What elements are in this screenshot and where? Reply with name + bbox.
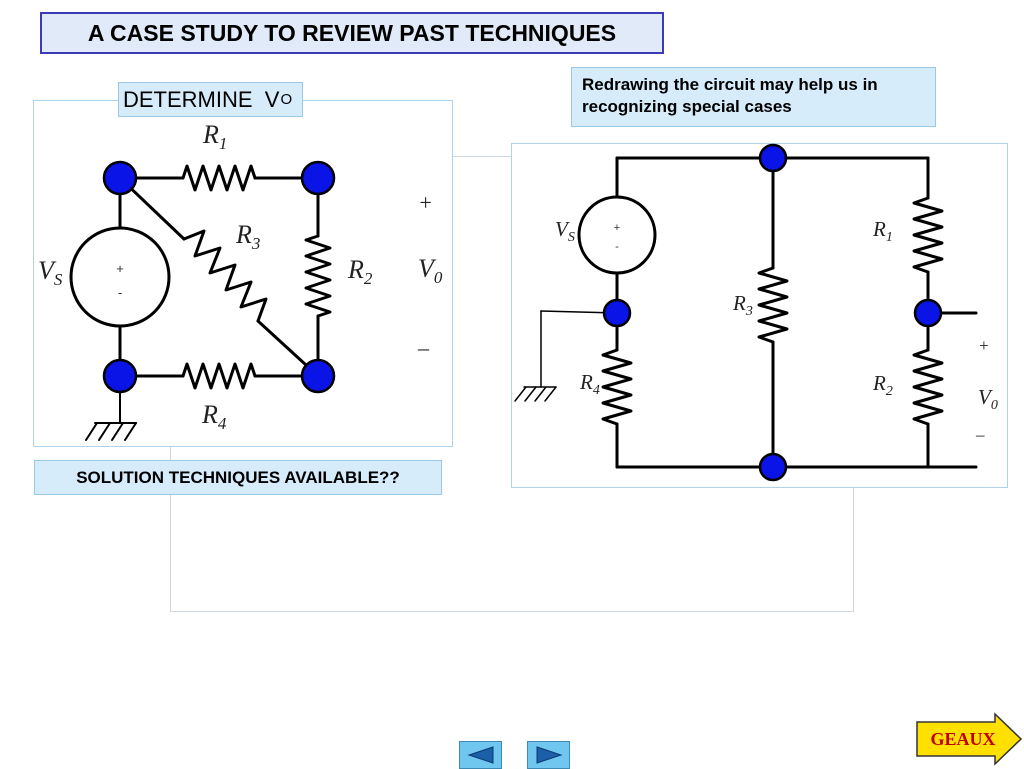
next-slide-button[interactable] — [527, 741, 570, 769]
right-source-minus: - — [615, 241, 619, 253]
arrow-right-icon — [916, 712, 1023, 766]
slide-title: A CASE STUDY TO REVIEW PAST TECHNIQUES — [40, 12, 664, 54]
left-node-bottom-right — [300, 358, 336, 394]
right-label-v0: V0 — [978, 385, 998, 413]
left-node-top-left — [102, 160, 138, 196]
triangle-left-icon — [466, 746, 493, 764]
left-nodes — [102, 160, 336, 394]
right-resistor-r2 — [912, 348, 944, 426]
right-node-top — [758, 143, 788, 173]
right-label-minus: – — [975, 425, 985, 444]
left-node-bottom-left — [102, 358, 138, 394]
right-node-source — [602, 298, 632, 328]
geaux-button[interactable]: GEAUX — [915, 712, 1023, 766]
left-label-v0: V0 — [418, 254, 443, 287]
triangle-right-icon — [536, 746, 563, 764]
left-resistor-r4 — [118, 362, 320, 390]
right-nodes — [602, 143, 943, 482]
right-voltage-source-icon — [577, 195, 657, 275]
determine-subscript: O — [280, 91, 293, 108]
right-resistor-r4 — [601, 348, 633, 426]
right-node-bottom — [758, 452, 788, 482]
left-node-top-right — [300, 160, 336, 196]
right-label-r2: R2 — [872, 371, 893, 399]
left-source-minus: - — [118, 285, 122, 300]
right-label-r4: R4 — [579, 370, 600, 398]
left-resistor-r2 — [304, 176, 332, 378]
left-label-r3: R3 — [235, 220, 260, 253]
left-label-plus: + — [418, 190, 433, 215]
previous-slide-button[interactable] — [459, 741, 502, 769]
left-label-minus: – — [417, 335, 430, 360]
right-resistor-r1 — [912, 196, 944, 274]
right-circuit — [514, 156, 978, 469]
right-label-plus: + — [978, 336, 989, 355]
left-resistor-r1 — [118, 164, 320, 192]
left-source-plus: + — [116, 261, 124, 276]
left-label-r1: R1 — [202, 120, 227, 153]
right-label-vs: VS — [555, 217, 575, 245]
left-label-vs: VS — [38, 256, 63, 289]
right-label-r3: R3 — [732, 291, 753, 319]
right-label-r1: R1 — [872, 217, 893, 245]
right-node-output — [913, 298, 943, 328]
determine-text: DETERMINE V — [123, 86, 280, 112]
geaux-label: GEAUX — [930, 729, 996, 749]
solution-label: SOLUTION TECHNIQUES AVAILABLE?? — [34, 460, 442, 495]
right-resistor-r3 — [757, 266, 789, 344]
right-source-plus: + — [614, 222, 620, 234]
left-label-r2: R2 — [347, 255, 373, 288]
left-voltage-source-icon — [69, 226, 171, 328]
left-label-r4: R4 — [201, 400, 227, 433]
redraw-note: Redrawing the circuit may help us in rec… — [571, 67, 936, 127]
